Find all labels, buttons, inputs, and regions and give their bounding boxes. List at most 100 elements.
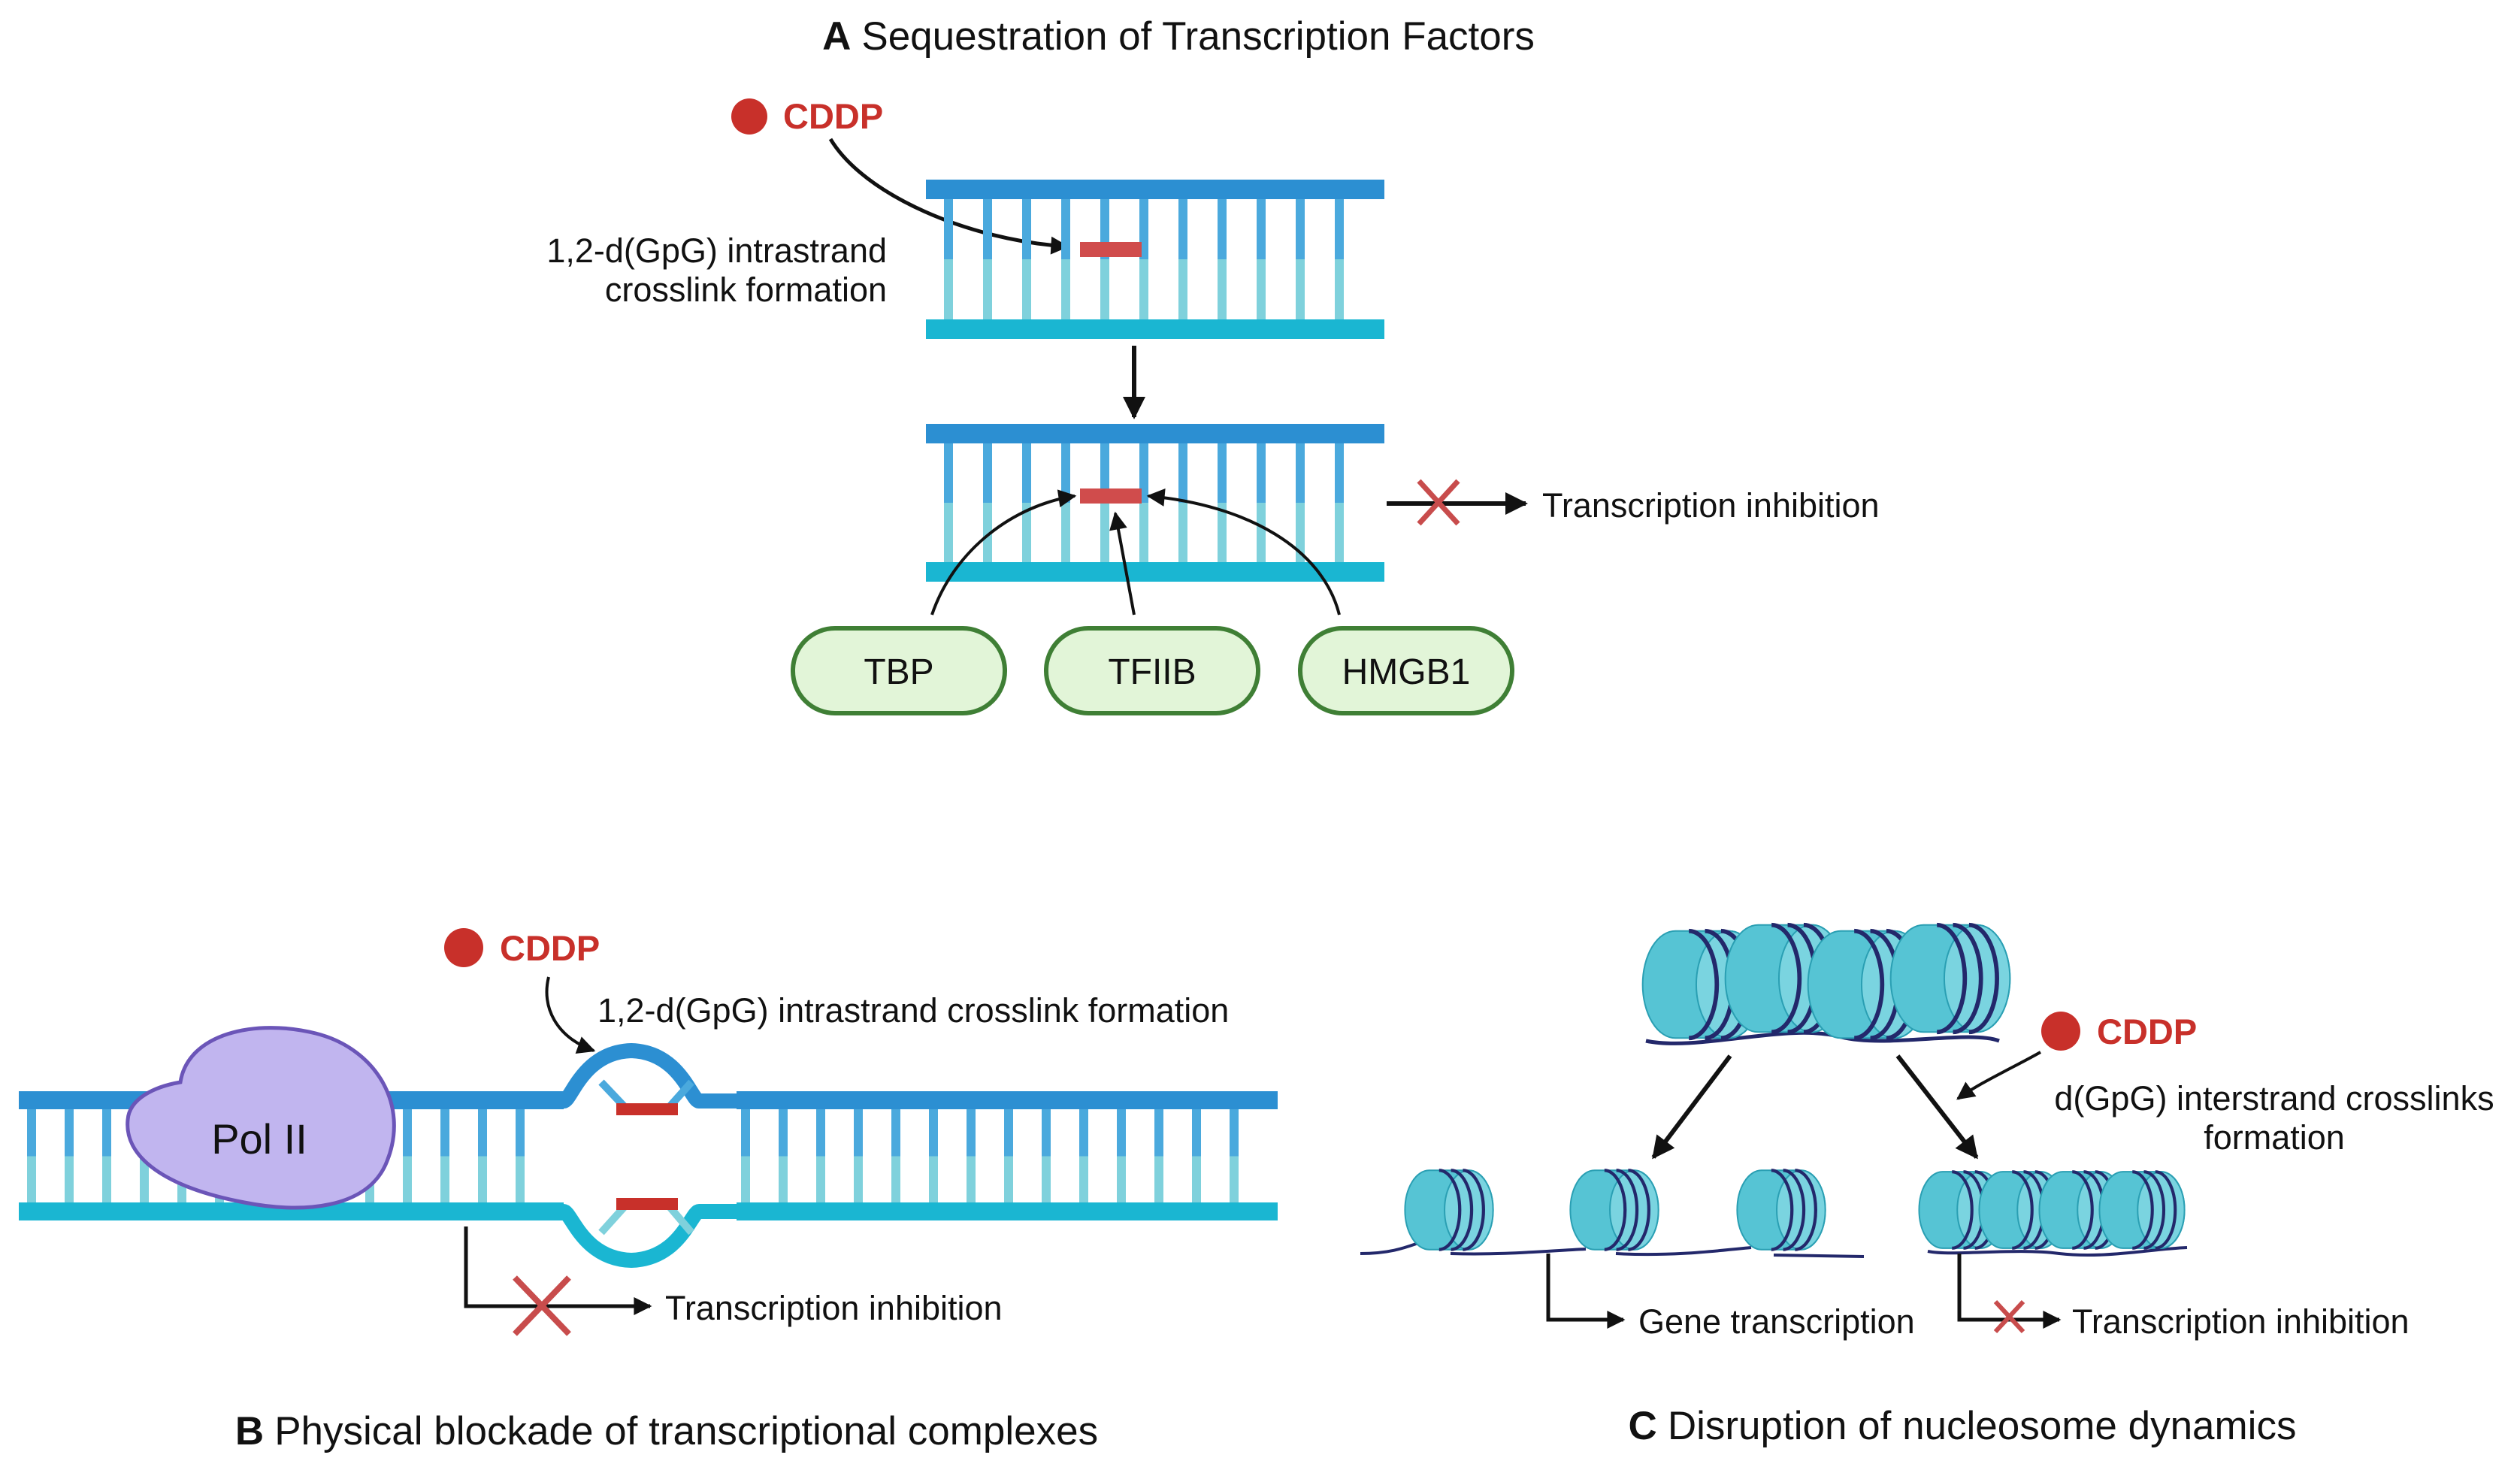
panel-b-title-text: Physical blockade of transcriptional com… — [274, 1409, 1098, 1453]
nucleosome-face — [2137, 1171, 2186, 1249]
drug-binding-arrow — [545, 976, 596, 1054]
crosslink-label-line1: 1,2-d(GpG) intrastrand — [546, 231, 887, 270]
dna-wrap — [2132, 1170, 2154, 1250]
dna-wrap — [1771, 1169, 1794, 1251]
linker-dna — [1360, 1239, 1865, 1258]
linker-dna — [1927, 1246, 2188, 1257]
dna-duplex-intact — [926, 180, 1384, 339]
dna-wrap — [2072, 1170, 2094, 1250]
panel-c-letter: C — [1629, 1404, 1657, 1448]
nucleosome — [1404, 1169, 1494, 1251]
nucleosome-face — [1444, 1169, 1494, 1251]
dna-wrap — [1463, 1169, 1486, 1251]
bubble-top-strand — [526, 1042, 737, 1109]
dna-wrap — [1628, 1169, 1651, 1251]
factor-tbp: TBP — [791, 626, 1007, 715]
panel-a-letter: A — [822, 14, 851, 59]
nucleosome-face — [1609, 1169, 1659, 1251]
crosslink-lesion-bottom — [616, 1198, 678, 1210]
dna-wrap — [1438, 1169, 1462, 1251]
crosslink-label-line2: crosslink formation — [605, 271, 887, 309]
inhibition-arrow — [1957, 1254, 2062, 1329]
dna-wrap — [1451, 1169, 1474, 1251]
dna-wrap — [1854, 928, 1885, 1041]
inhibition-arrow — [464, 1226, 652, 1315]
hmgb1-binding-arrow — [1146, 488, 1341, 616]
factor-label: HMGB1 — [1342, 652, 1471, 692]
factor-hmgb1: HMGB1 — [1298, 626, 1514, 715]
panel-c-title-text: Disruption of nucleosome dynamics — [1668, 1404, 2297, 1448]
pol-ii-label: Pol II — [211, 1115, 307, 1163]
dna-duplex-crosslinked — [926, 424, 1384, 582]
panel-b: Pol II CDDP 1,2-d(GpG) intrastrand cross… — [19, 928, 1278, 1453]
cddp-icon — [444, 928, 483, 967]
block-x-icon — [1993, 1299, 2025, 1334]
tfiib-binding-arrow — [1109, 511, 1136, 616]
top-strand — [926, 424, 1384, 443]
dna-wrap — [1953, 922, 1983, 1035]
bottom-strand — [926, 319, 1384, 339]
cddp-icon — [2041, 1012, 2080, 1051]
pol-ii-enzyme — [126, 1026, 396, 1210]
panel-a-outcome: Transcription inhibition — [1542, 486, 1880, 525]
transcription-arrow — [1546, 1254, 1626, 1329]
dna-wrap — [1968, 922, 1999, 1035]
relaxation-arrow — [1651, 1054, 1732, 1160]
nucleosome — [1569, 1169, 1659, 1251]
crosslink-lesion-top — [616, 1103, 678, 1115]
bubble-bottom-strand — [526, 1204, 737, 1269]
panel-c: CDDP d(GpG) interstrand crosslinks forma… — [1360, 922, 2494, 1448]
cddp-icon — [731, 98, 767, 135]
nucleosome — [1736, 1169, 1826, 1251]
nucleosome — [1889, 922, 2011, 1035]
panel-c-crosslink-label-line2: formation — [2204, 1118, 2345, 1157]
factor-label: TBP — [864, 652, 933, 692]
block-x-icon — [1417, 479, 1460, 526]
dna-wrap — [1616, 1169, 1639, 1251]
factor-label: TFIIB — [1108, 652, 1196, 692]
block-x-icon — [513, 1275, 571, 1336]
panel-c-outcome-right: Transcription inhibition — [2072, 1302, 2410, 1341]
dna-wrap — [1952, 1170, 1974, 1250]
crosslink-lesion — [1080, 488, 1142, 504]
bottom-strand — [926, 562, 1384, 582]
top-strand-right — [737, 1091, 1278, 1109]
factor-tfiib: TFIIB — [1044, 626, 1260, 715]
dna-wrap — [1604, 1169, 1627, 1251]
crosslink-lesion — [1080, 242, 1142, 257]
panel-a-drug-label: CDDP — [783, 96, 883, 136]
panel-b-crosslink-label: 1,2-d(GpG) intrastrand crosslink formati… — [597, 991, 1229, 1030]
panel-b-outcome: Transcription inhibition — [665, 1289, 1003, 1327]
nucleosome-face — [1943, 924, 2011, 1033]
nucleosome — [2098, 1170, 2186, 1250]
panel-c-crosslink-label-line1: d(GpG) interstrand crosslinks — [2054, 1079, 2494, 1118]
dna-wrap — [2143, 1170, 2166, 1250]
compact-chromatin — [1641, 922, 2011, 1045]
dna-wrap — [1689, 928, 1720, 1041]
top-strand — [926, 180, 1384, 199]
bottom-strand-right — [737, 1202, 1278, 1220]
open-chromatin — [1360, 1169, 1865, 1258]
panel-b-letter: B — [235, 1409, 264, 1453]
panel-c-outcome-left: Gene transcription — [1638, 1302, 1915, 1341]
tbp-binding-arrow — [930, 489, 1077, 616]
nucleosome-face — [1776, 1169, 1826, 1251]
dna-wrap — [1795, 1169, 1818, 1251]
dna-wrap — [1771, 922, 1802, 1035]
dna-wrap — [1783, 1169, 1806, 1251]
panel-c-drug-label: CDDP — [2097, 1012, 2197, 1051]
panel-b-drug-label: CDDP — [500, 928, 600, 968]
drug-binding-arrow — [1956, 1051, 2041, 1100]
compaction-arrow — [1895, 1054, 1979, 1160]
panel-a-title-text: Sequestration of Transcription Factors — [861, 14, 1535, 59]
dna-wrap — [2155, 1170, 2177, 1250]
dna-wrap — [1937, 922, 1968, 1035]
dense-chromatin — [1918, 1170, 2188, 1257]
dna-wrap — [2012, 1170, 2034, 1250]
